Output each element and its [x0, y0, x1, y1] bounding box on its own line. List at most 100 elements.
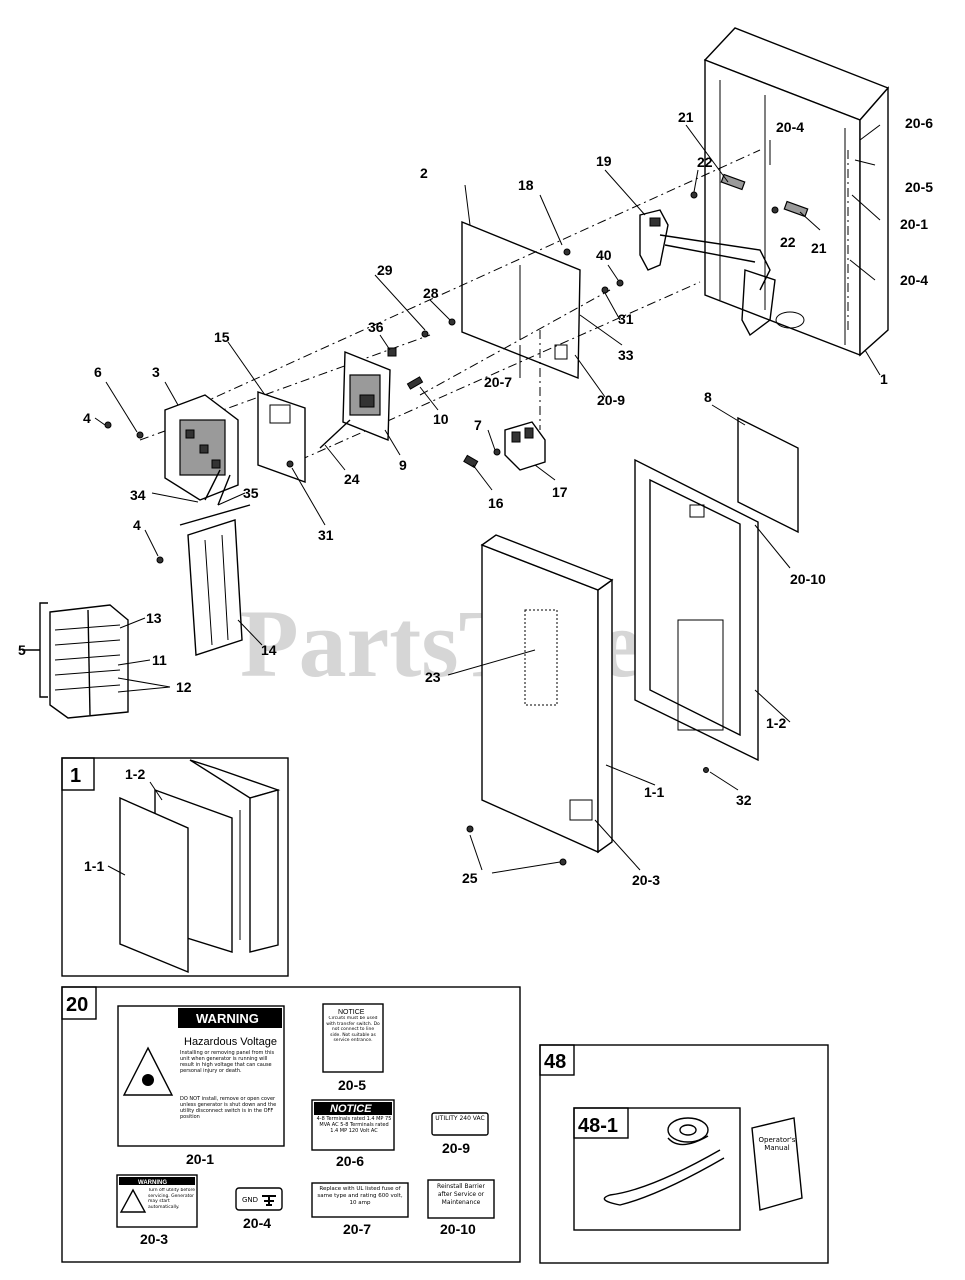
callout-36: 36 [368, 319, 384, 335]
callout-28: 28 [423, 285, 439, 301]
callout-17: 17 [552, 484, 568, 500]
decal-20-4: GND 20-4 [235, 1187, 283, 1231]
enclosure[interactable] [703, 27, 890, 357]
callout-12: 12 [176, 679, 192, 695]
inset-1-label-a: 1-2 [125, 766, 145, 782]
screw-22a[interactable] [690, 191, 698, 199]
decal-20-7: Replace with UL listed fuse of same type… [311, 1182, 409, 1237]
inset-48: 48 48-1 Operator's Manual [539, 1044, 829, 1264]
callout-6: 6 [94, 364, 102, 380]
standoff-24[interactable] [319, 419, 351, 449]
transfer-lever-assembly[interactable] [639, 209, 776, 337]
decal-20-10-label: 20-10 [440, 1221, 476, 1237]
breaker-panel[interactable] [179, 469, 251, 656]
nut-29[interactable] [421, 330, 429, 338]
nut-31[interactable] [601, 286, 609, 294]
callout-20-9: 20-9 [597, 392, 625, 408]
callout-20-4a: 20-4 [776, 119, 804, 135]
fuse-10[interactable] [406, 376, 424, 390]
screw-32[interactable] [703, 767, 709, 773]
decal-20-6: NOTICE 4-8 Terminals rated 1.4 MP 75 MVA… [311, 1099, 395, 1169]
callout-10: 10 [433, 411, 449, 427]
callout-1-2: 1-2 [766, 715, 786, 731]
callout-20-4b: 20-4 [900, 272, 928, 288]
decal-20-4-label: 20-4 [243, 1215, 271, 1231]
decal-20-1-header: WARNING [196, 1011, 259, 1026]
decal-20-3: WARNING Turn off utility before servicin… [116, 1174, 198, 1247]
label-8[interactable] [737, 416, 799, 534]
washer-6[interactable] [136, 431, 144, 439]
callout-25: 25 [462, 870, 478, 886]
nut-18[interactable] [563, 248, 571, 256]
washer-28[interactable] [448, 318, 456, 326]
screw-25a[interactable] [466, 825, 474, 833]
decal-20-5-label: 20-5 [338, 1077, 366, 1093]
callout-29: 29 [377, 262, 393, 278]
owners-manual-text: Operator's Manual [758, 1136, 796, 1152]
decal-20-5-header: NOTICE [338, 1009, 365, 1016]
callout-5: 5 [18, 642, 26, 658]
washer-40[interactable] [616, 279, 624, 287]
decal-20-3-header: WARNING [138, 1180, 167, 1186]
callout-34: 34 [130, 487, 146, 503]
insulator-plate[interactable] [257, 391, 306, 483]
inset-48-number: 48 [544, 1051, 566, 1073]
decal-20-1-title: Hazardous Voltage [184, 1036, 277, 1048]
callout-22a: 22 [697, 154, 713, 170]
decal-20-7-label: 20-7 [343, 1221, 371, 1237]
callout-labels: 2 18 19 21 22 20-4 20-6 20-5 20-1 22 21 … [18, 109, 933, 888]
fuse-holder[interactable] [504, 421, 546, 471]
callout-8: 8 [704, 389, 712, 405]
current-transformer[interactable] [603, 1117, 725, 1206]
callout-33: 33 [618, 347, 634, 363]
panel-plate[interactable] [461, 220, 581, 380]
inset-48-1-number: 48-1 [578, 1115, 618, 1137]
callout-21a: 21 [678, 109, 694, 125]
screw-25b[interactable] [559, 858, 567, 866]
inset-1-number: 1 [70, 765, 81, 787]
breaker-set[interactable] [49, 604, 129, 719]
callout-1-1: 1-1 [644, 784, 664, 800]
callout-7: 7 [474, 417, 482, 433]
inset-1-label-b: 1-1 [84, 858, 104, 874]
screw-22b[interactable] [771, 206, 779, 214]
decal-20-1-label: 20-1 [186, 1151, 214, 1167]
screw-31b[interactable] [286, 460, 294, 468]
bracket-21-b[interactable] [783, 200, 809, 218]
callout-32: 32 [736, 792, 752, 808]
callout-15: 15 [214, 329, 230, 345]
callout-20-3: 20-3 [632, 872, 660, 888]
callout-14: 14 [261, 642, 277, 658]
callout-20-1: 20-1 [900, 216, 928, 232]
callout-18: 18 [518, 177, 534, 193]
decal-20-6-label: 20-6 [336, 1153, 364, 1169]
decal-20-10: Reinstall Barrier after Service or Maint… [427, 1179, 495, 1237]
bracket-21-a[interactable] [720, 173, 746, 191]
inset-20: 20 WARNING Hazardous Voltage Installing … [61, 986, 521, 1263]
callout-11: 11 [152, 652, 167, 668]
callout-23: 23 [425, 669, 441, 685]
callout-24: 24 [344, 471, 360, 487]
decal-20-9: UTILITY 240 VAC 20-9 [431, 1112, 489, 1156]
callout-19: 19 [596, 153, 612, 169]
callout-3: 3 [152, 364, 160, 380]
fuse-16[interactable] [463, 454, 479, 469]
circuit-board[interactable] [342, 350, 391, 442]
screw-36[interactable] [387, 347, 397, 357]
decal-20-3-label: 20-3 [140, 1231, 168, 1247]
screw-7[interactable] [493, 448, 501, 456]
owners-manual[interactable]: Operator's Manual [751, 1117, 803, 1211]
callout-13: 13 [146, 610, 162, 626]
inset-20-number: 20 [66, 994, 88, 1016]
callout-16: 16 [488, 495, 504, 511]
callout-31a: 31 [618, 311, 634, 327]
screw-4b[interactable] [156, 556, 164, 564]
screw-4a[interactable] [104, 421, 112, 429]
callout-20-6: 20-6 [905, 115, 933, 131]
callout-4a: 4 [83, 410, 91, 426]
relay-assembly[interactable] [164, 394, 239, 501]
callout-20-10: 20-10 [790, 571, 826, 587]
dead-front[interactable] [634, 458, 759, 762]
front-cover[interactable] [480, 534, 614, 854]
